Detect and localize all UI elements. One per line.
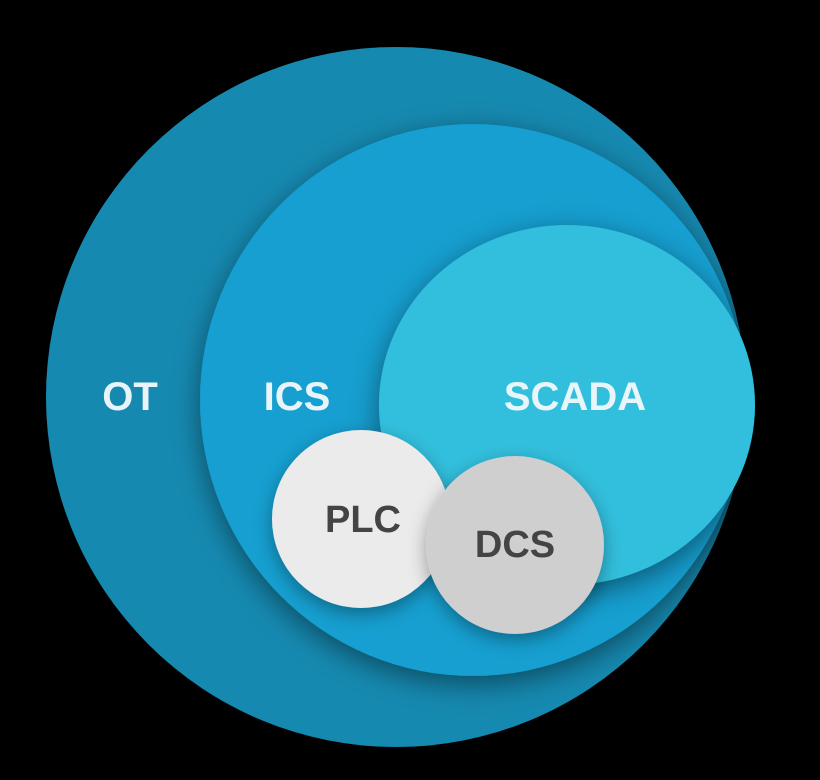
dcs-label: DCS [475, 524, 555, 566]
dcs-region: DCS [426, 456, 604, 634]
ics-label: ICS [264, 375, 331, 419]
plc-circle [272, 430, 450, 608]
scada-label: SCADA [504, 375, 646, 419]
dcs-circle [426, 456, 604, 634]
plc-region: PLC [272, 430, 450, 608]
plc-label: PLC [325, 499, 401, 541]
ot-label: OT [102, 375, 158, 419]
